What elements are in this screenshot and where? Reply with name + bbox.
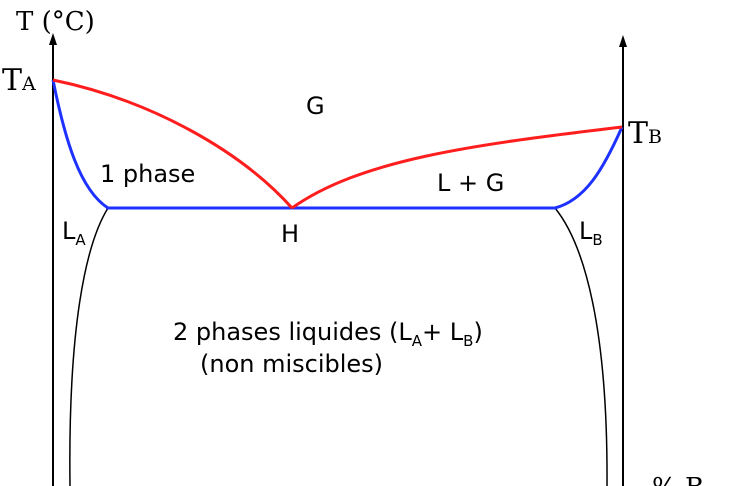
region-l-plus-g-label: L + G (437, 169, 504, 197)
y-axis-right-arrowhead (619, 35, 627, 47)
x-axis-label: % B (652, 473, 704, 486)
boiling-curve-right (554, 126, 624, 210)
dew-curve-right (291, 125, 623, 210)
region-two-phases-label: 2 phases liquides (LA+ LB) (173, 318, 483, 350)
region-one-phase-label: 1 phase (100, 160, 195, 188)
point-tb-label: TB (628, 116, 662, 151)
region-la-label: LA (62, 217, 86, 249)
point-ta-label: TA (2, 63, 36, 98)
y-axis-left-arrowhead (49, 33, 57, 45)
region-lb-label: LB (579, 217, 603, 249)
y-axis-label: T (°C) (16, 7, 95, 37)
region-non-miscibles-label: (non miscibles) (200, 350, 383, 378)
point-h-label: H (281, 220, 299, 248)
boiling-curve-left (51, 79, 109, 210)
region-gas-label: G (306, 92, 325, 120)
miscibility-curve-left (69, 207, 109, 486)
dew-curve-left (52, 78, 294, 210)
miscibility-curve-right (554, 207, 608, 486)
